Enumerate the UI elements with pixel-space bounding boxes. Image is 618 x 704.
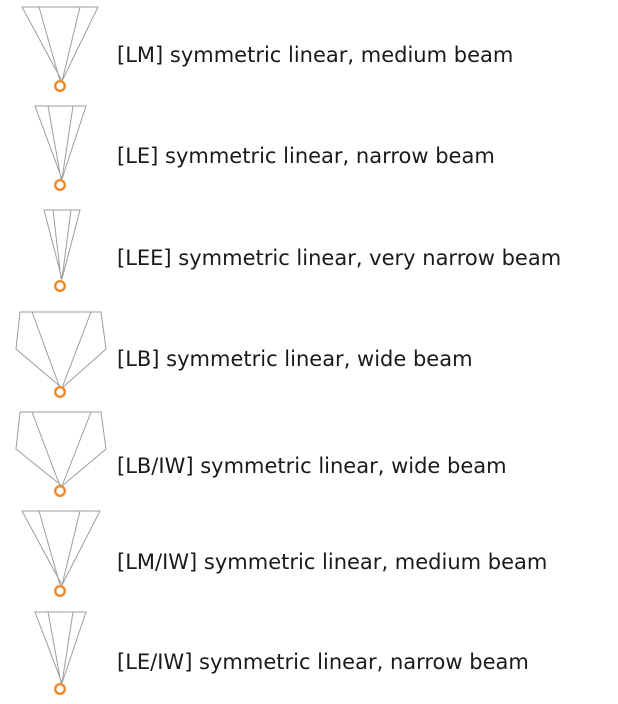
legend-label-lee: [LEE] symmetric linear, very narrow beam	[117, 246, 562, 270]
legend-row-lm: [LM] symmetric linear, medium beam	[0, 0, 618, 100]
legend-row-le-iw: [LE/IW] symmetric linear, narrow beam	[0, 603, 618, 703]
narrow-beam-icon	[34, 105, 87, 191]
legend-label-lm-iw: [LM/IW] symmetric linear, medium beam	[117, 550, 548, 574]
legend-label-le-iw: [LE/IW] symmetric linear, narrow beam	[117, 650, 529, 674]
legend-label-lb: [LB] symmetric linear, wide beam	[117, 347, 473, 371]
very-narrow-beam-icon	[43, 209, 81, 292]
legend-label-lb-iw: [LB/IW] symmetric linear, wide beam	[117, 454, 507, 478]
medium-beam-icon	[21, 6, 99, 92]
legend-row-lb: [LB] symmetric linear, wide beam	[0, 303, 618, 403]
legend-row-lm-iw: [LM/IW] symmetric linear, medium beam	[0, 503, 618, 603]
wide-beam-icon	[15, 311, 107, 398]
medium-beam-icon	[21, 510, 101, 597]
legend-row-lee: [LEE] symmetric linear, very narrow beam	[0, 196, 618, 296]
legend-row-lb-iw: [LB/IW] symmetric linear, wide beam	[0, 403, 618, 503]
legend-row-le: [LE] symmetric linear, narrow beam	[0, 99, 618, 199]
wide-beam-icon	[15, 411, 107, 497]
legend-label-le: [LE] symmetric linear, narrow beam	[117, 144, 495, 168]
legend-label-lm: [LM] symmetric linear, medium beam	[117, 43, 514, 67]
narrow-beam-icon	[34, 611, 87, 695]
